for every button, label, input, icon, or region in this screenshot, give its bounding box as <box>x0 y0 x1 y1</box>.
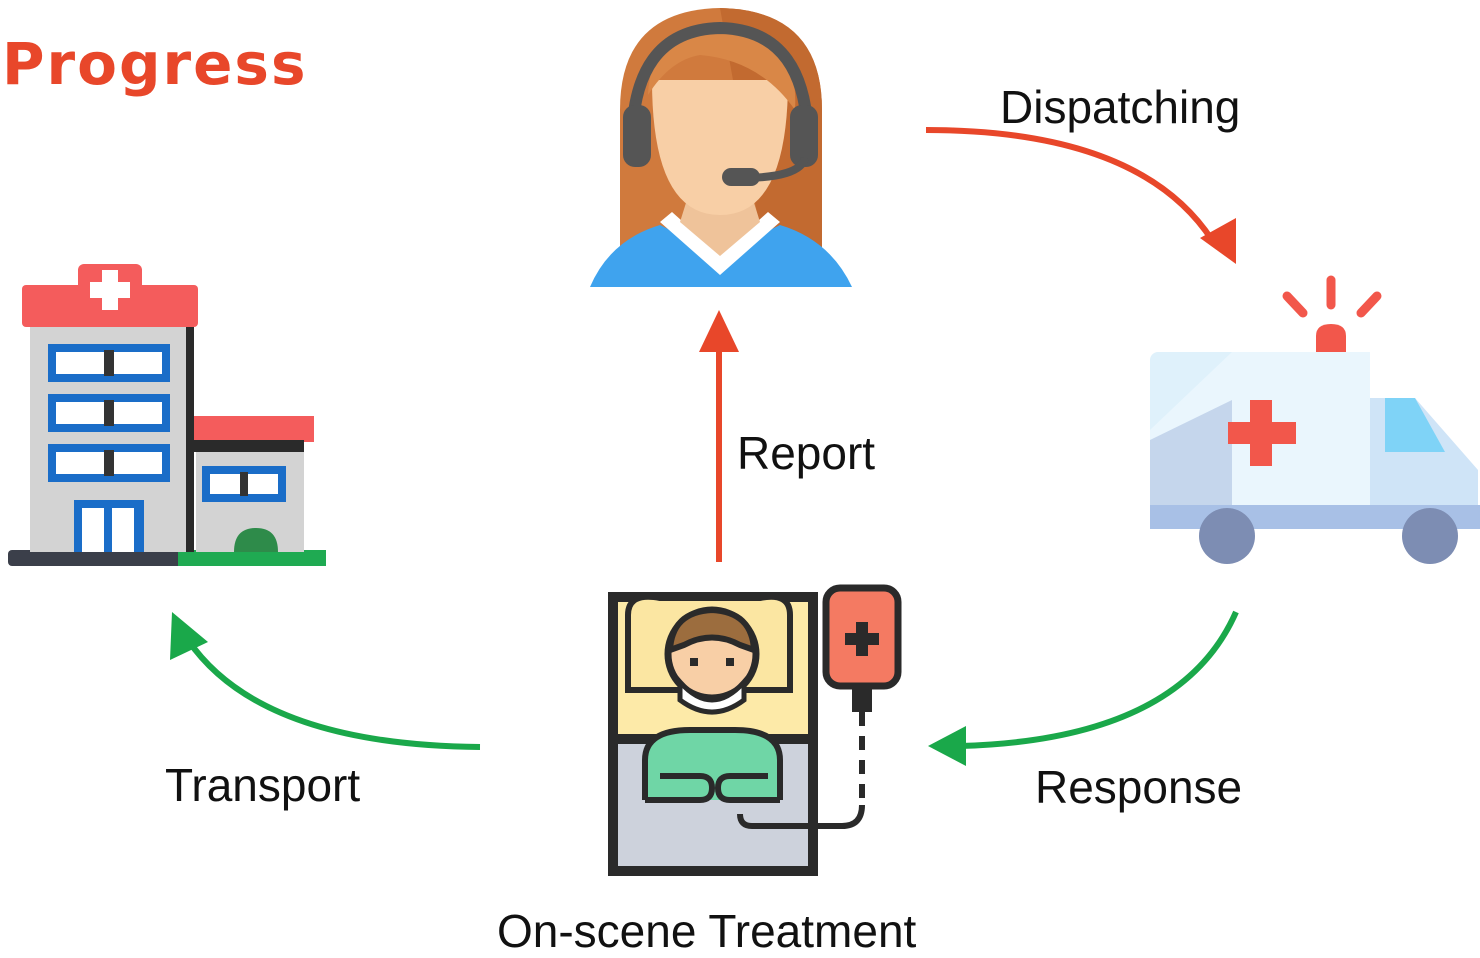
dispatching-arrow <box>925 127 1236 264</box>
ambulance-icon <box>1150 275 1480 564</box>
response-label: Response <box>1035 761 1243 813</box>
hospital-icon <box>8 264 326 566</box>
patient-in-bed-icon <box>608 584 902 876</box>
response-arrow <box>928 610 1239 766</box>
report-label: Report <box>737 427 876 479</box>
report-arrow <box>699 310 739 562</box>
dispatching-label: Dispatching <box>1000 81 1241 133</box>
call-center-operator-icon <box>590 8 852 287</box>
transport-arrow <box>170 612 481 750</box>
transport-label: Transport <box>165 759 361 811</box>
on-scene-treatment-label: On-scene Treatment <box>497 905 917 957</box>
page-title: Progress <box>2 30 308 98</box>
